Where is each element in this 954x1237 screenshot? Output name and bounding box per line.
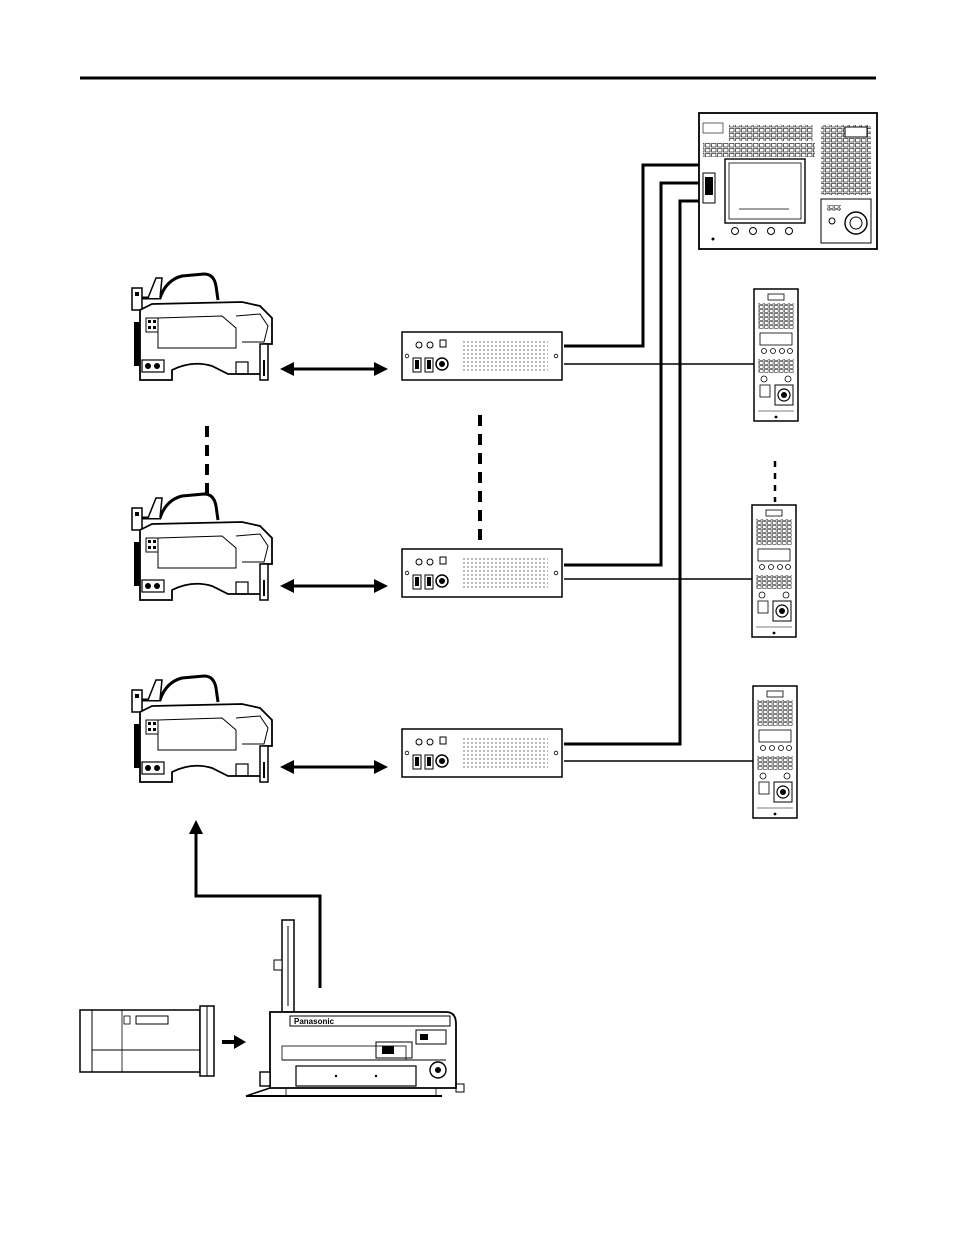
camera-1: [132, 274, 272, 380]
lens-to-adapter-arrow: [222, 1035, 246, 1049]
camera-ccu-link-1: [280, 362, 388, 376]
camera-2: [132, 494, 272, 600]
camera-ccu-link-3: [280, 760, 388, 774]
camera-control-unit-2: [402, 549, 562, 597]
camera-ccu-link-2: [280, 579, 388, 593]
studio-lens: [80, 1006, 214, 1076]
ccu3-to-master-cable: [564, 201, 699, 744]
master-control-panel: [699, 113, 877, 249]
adapter-to-camera-arrow: [189, 820, 320, 988]
brand-label: Panasonic: [294, 1017, 335, 1026]
remote-operation-panel-2: [752, 505, 796, 637]
camera-3: [132, 676, 272, 782]
camera-control-unit-3: [402, 729, 562, 777]
camera-control-unit-1: [402, 332, 562, 380]
remote-operation-panel-1: [754, 289, 798, 421]
remote-operation-panel-3: [753, 686, 797, 818]
studio-adapter: Panasonic: [246, 920, 464, 1096]
